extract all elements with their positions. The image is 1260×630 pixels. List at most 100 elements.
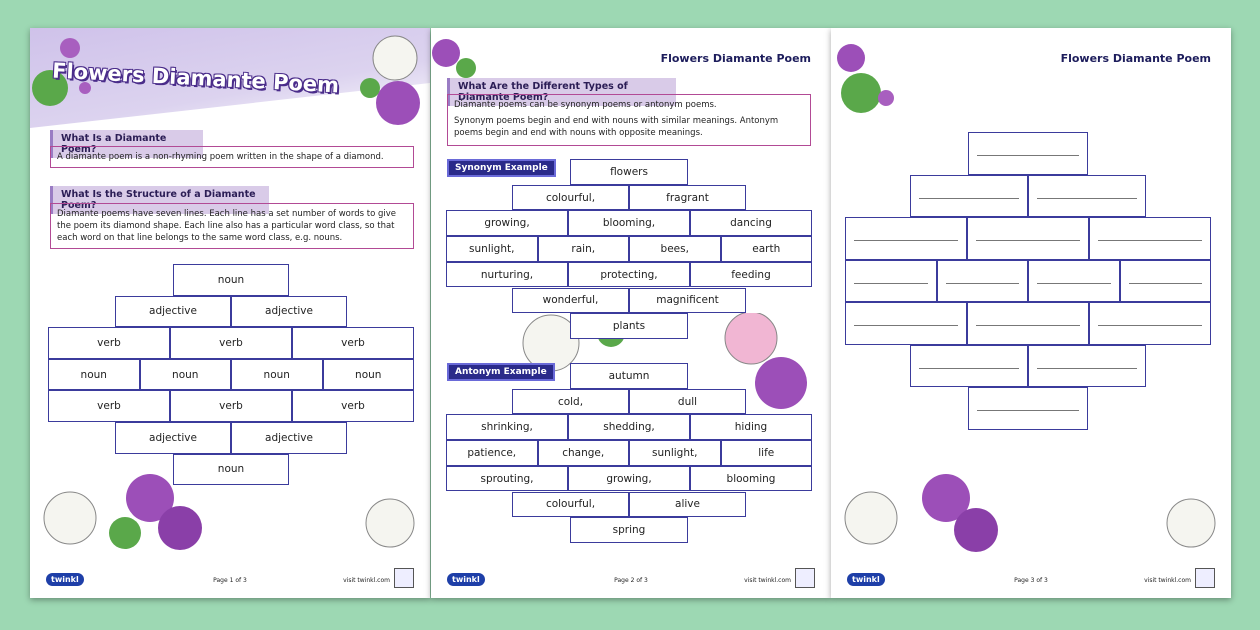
blank-word-cell[interactable] xyxy=(845,217,967,260)
poem-word-cell: colourful, xyxy=(512,184,629,211)
poem-word-cell: verb xyxy=(292,390,414,422)
blank-word-cell[interactable] xyxy=(845,259,937,302)
writing-line xyxy=(945,282,1019,284)
writing-line xyxy=(976,240,1080,242)
poem-word-cell: adjective xyxy=(231,422,347,454)
poem-word-cell: noun xyxy=(48,358,140,391)
section-heading: What Is a Diamante Poem? xyxy=(50,130,203,158)
writing-line xyxy=(1037,197,1137,199)
page-footer: twinkl Page 3 of 3 visit twinkl.com xyxy=(831,560,1231,598)
poem-word-cell: shrinking, xyxy=(446,414,568,441)
blank-word-cell[interactable] xyxy=(910,174,1028,217)
award-badge-icon xyxy=(394,568,414,588)
poem-word-cell: sunlight, xyxy=(629,440,721,466)
poem-word-cell: alive xyxy=(629,491,746,518)
flower-decoration-icon xyxy=(837,44,894,113)
poem-word-cell: noun xyxy=(322,358,414,391)
writing-line xyxy=(1037,367,1137,369)
award-badge-icon xyxy=(1195,568,1215,588)
poem-word-cell: growing, xyxy=(568,465,690,492)
writing-line xyxy=(919,197,1019,199)
poem-word-cell: nurturing, xyxy=(446,261,568,288)
poem-word-cell: feeding xyxy=(690,261,812,288)
writing-line xyxy=(1128,282,1202,284)
section-heading: What Is the Structure of a Diamante Poem… xyxy=(50,186,269,214)
poem-word-cell: adjective xyxy=(231,295,347,328)
poem-word-cell: protecting, xyxy=(568,261,690,288)
poem-word-cell: change, xyxy=(537,440,629,466)
worksheet-page-3: Flowers Diamante Poem twinkl Page 3 of 3… xyxy=(831,28,1231,598)
blank-word-cell[interactable] xyxy=(968,387,1088,430)
poem-word-cell: patience, xyxy=(446,440,538,466)
blank-word-cell[interactable] xyxy=(968,132,1088,175)
types-text-1: Diamante poems can be synonym poems or a… xyxy=(454,100,717,110)
visit-link[interactable]: visit twinkl.com xyxy=(1144,577,1191,584)
page-footer: twinkl Page 1 of 3 visit twinkl.com xyxy=(30,560,430,598)
blank-word-cell[interactable] xyxy=(1089,217,1211,260)
running-title: Flowers Diamante Poem xyxy=(660,52,811,65)
blank-word-cell[interactable] xyxy=(1028,259,1120,302)
poem-word-cell: verb xyxy=(48,390,170,422)
flower-decoration-icon xyxy=(432,39,476,78)
poem-word-cell: magnificent xyxy=(629,287,746,314)
blank-word-cell[interactable] xyxy=(1028,344,1146,387)
award-badge-icon xyxy=(795,568,815,588)
poem-word-cell: autumn xyxy=(570,363,688,389)
poem-word-cell: noun xyxy=(139,358,231,391)
structure-box: Diamante poems have seven lines. Each li… xyxy=(50,203,414,249)
visit-link[interactable]: visit twinkl.com xyxy=(343,577,390,584)
flower-decoration-icon xyxy=(32,35,420,125)
poem-word-cell: noun xyxy=(173,453,289,486)
poem-word-cell: flowers xyxy=(570,159,688,185)
poem-word-cell: verb xyxy=(48,327,170,359)
writing-line xyxy=(854,240,958,242)
poem-word-cell: adjective xyxy=(115,422,231,454)
poem-word-cell: adjective xyxy=(115,295,231,328)
poem-word-cell: sprouting, xyxy=(446,465,568,492)
blank-word-cell[interactable] xyxy=(967,302,1089,345)
poem-word-cell: bees, xyxy=(629,236,721,262)
flower-decoration-icon xyxy=(43,474,415,550)
types-box: Diamante poems can be synonym poems or a… xyxy=(447,94,811,146)
poem-word-cell: verb xyxy=(170,390,292,422)
poem-word-cell: life xyxy=(720,440,812,466)
worksheet-page-2: Flowers Diamante Poem What Are the Diffe… xyxy=(431,28,831,598)
twinkl-logo-icon: twinkl xyxy=(847,573,885,586)
poem-word-cell: noun xyxy=(231,358,323,391)
poem-word-cell: blooming, xyxy=(568,210,690,237)
poem-word-cell: sunlight, xyxy=(446,236,538,262)
poem-word-cell: verb xyxy=(170,327,292,359)
antonym-example-label: Antonym Example xyxy=(447,363,555,381)
page-number: Page 2 of 3 xyxy=(614,577,648,584)
blank-word-cell[interactable] xyxy=(967,217,1089,260)
twinkl-logo-icon: twinkl xyxy=(46,573,84,586)
poem-word-cell: dull xyxy=(629,388,746,415)
blank-word-cell[interactable] xyxy=(1119,259,1211,302)
writing-line xyxy=(976,325,1080,327)
page-footer: twinkl Page 2 of 3 visit twinkl.com xyxy=(431,560,831,598)
poem-word-cell: colourful, xyxy=(512,491,629,518)
flower-decoration-icon xyxy=(844,474,1216,552)
twinkl-logo-icon: twinkl xyxy=(447,573,485,586)
writing-line xyxy=(977,155,1079,157)
running-title: Flowers Diamante Poem xyxy=(1060,52,1211,65)
page-number: Page 3 of 3 xyxy=(1014,577,1048,584)
blank-word-cell[interactable] xyxy=(910,344,1028,387)
poem-word-cell: dancing xyxy=(690,210,812,237)
writing-line xyxy=(1098,240,1202,242)
poem-word-cell: verb xyxy=(292,327,414,359)
poem-word-cell: shedding, xyxy=(568,414,690,441)
blank-word-cell[interactable] xyxy=(1028,174,1146,217)
types-text-2: Synonym poems begin and end with nouns w… xyxy=(454,116,779,138)
poem-word-cell: growing, xyxy=(446,210,568,237)
blank-word-cell[interactable] xyxy=(845,302,967,345)
section-heading: What Are the Different Types of Diamante… xyxy=(447,78,676,106)
visit-link[interactable]: visit twinkl.com xyxy=(744,577,791,584)
poem-word-cell: fragrant xyxy=(629,184,746,211)
writing-line xyxy=(919,367,1019,369)
poem-word-cell: plants xyxy=(570,313,688,339)
blank-word-cell[interactable] xyxy=(936,259,1028,302)
worksheet-page-1: Flowers Diamante Poem What Is a Diamante… xyxy=(30,28,430,598)
definition-box: A diamante poem is a non-rhyming poem wr… xyxy=(50,146,414,168)
blank-word-cell[interactable] xyxy=(1089,302,1211,345)
